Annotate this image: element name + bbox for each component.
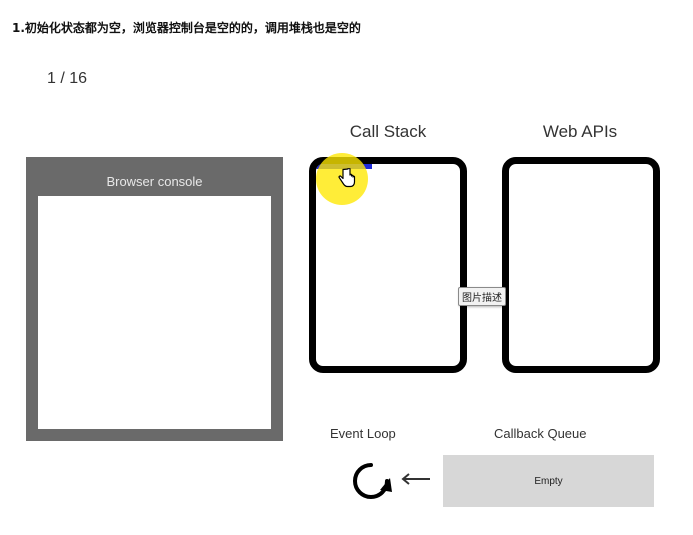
slide-counter: 1 / 16 — [47, 70, 88, 87]
callback-queue-content: Empty — [534, 475, 563, 487]
callback-queue-box: Empty — [443, 455, 654, 507]
page-heading: 1.初始化状态都为空，浏览器控制台是空的的，调用堆栈也是空的 — [12, 21, 361, 35]
console-output — [38, 196, 271, 429]
call-stack-label: Call Stack — [349, 122, 427, 141]
console-title: Browser console — [106, 174, 203, 189]
arrow-left-icon — [401, 473, 430, 485]
web-apis-box — [502, 157, 660, 373]
image-tooltip: 图片描述 — [458, 287, 506, 306]
event-loop-label: Event Loop — [330, 426, 396, 441]
loop-icon — [353, 463, 392, 499]
hand-cursor-icon — [338, 168, 356, 188]
browser-console: Browser console — [26, 157, 283, 441]
web-apis-label: Web APIs — [542, 122, 618, 141]
callback-queue-label: Callback Queue — [494, 426, 587, 441]
